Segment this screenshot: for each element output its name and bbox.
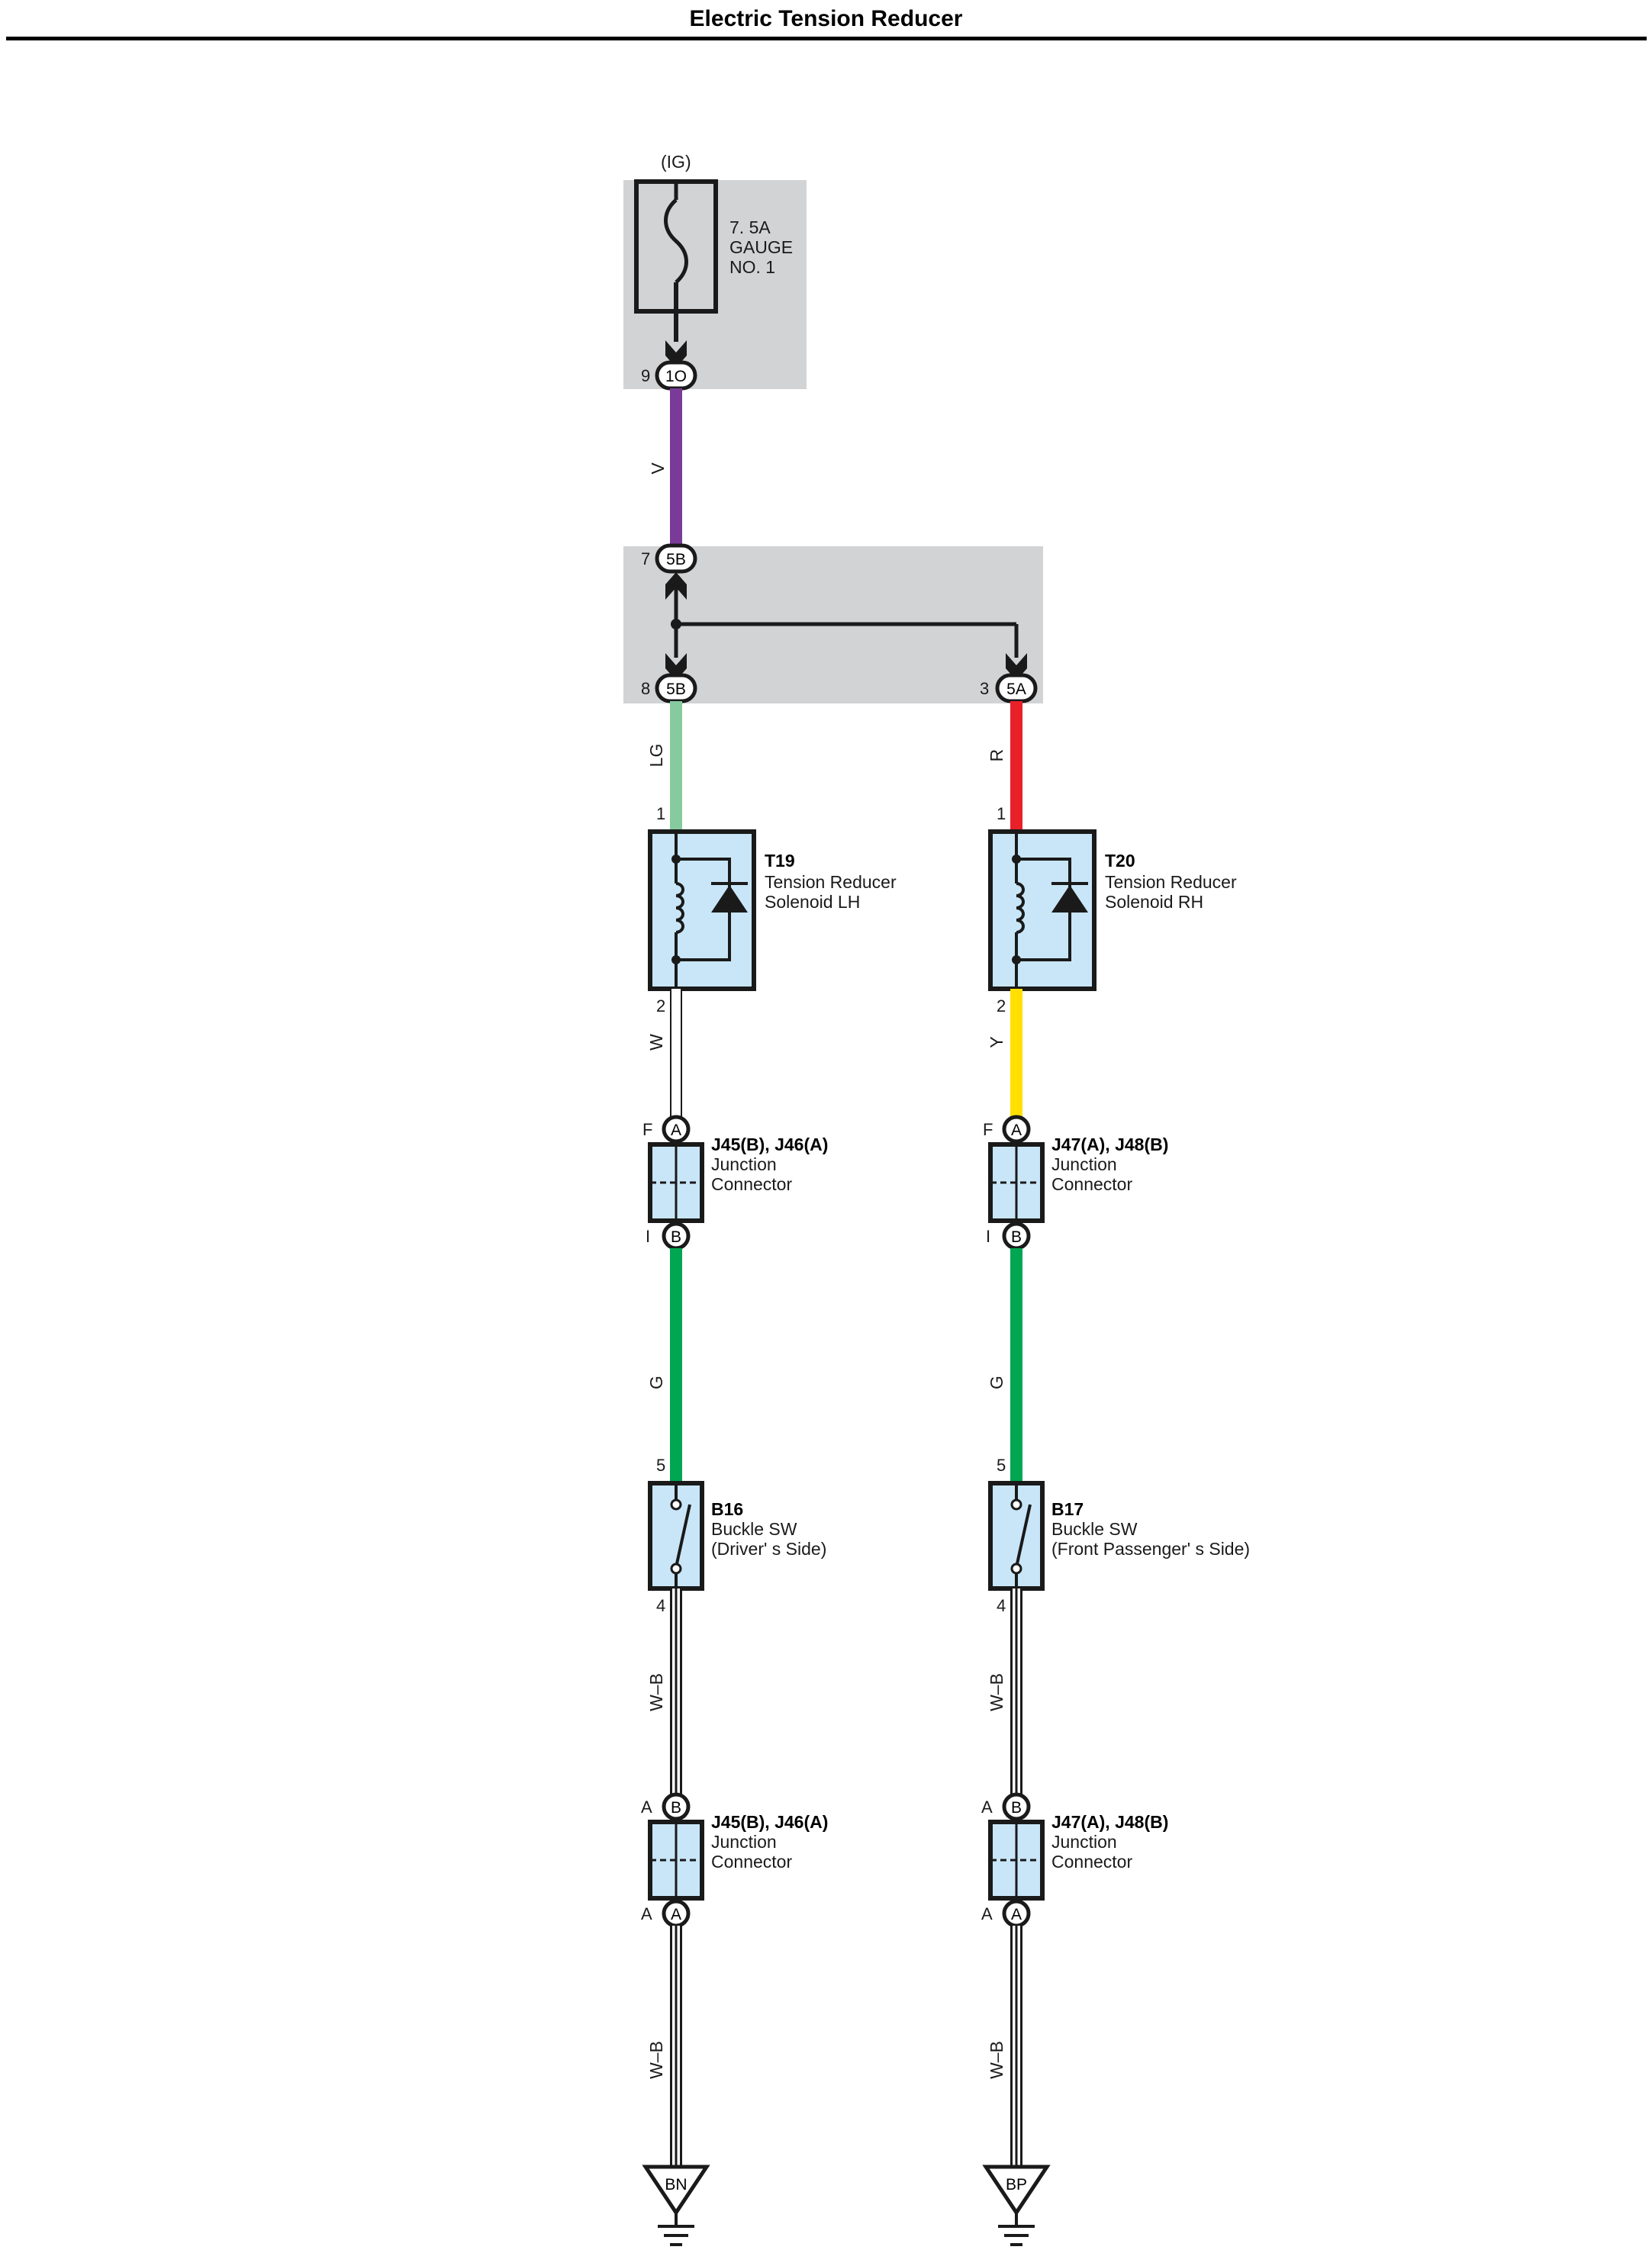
jb-in-pin: 7 (641, 549, 650, 568)
junction-rh2-pin-bottom: A (981, 1904, 993, 1923)
buckle-lh-pin4: 4 (656, 1596, 665, 1615)
junction-lh1-id: J45(B), J46(A) (711, 1135, 828, 1154)
solenoid-lh (648, 829, 756, 991)
wire-v-label: V (648, 462, 668, 475)
power-source-label: (IG) (661, 152, 691, 172)
fuse-pin-number: 9 (641, 366, 650, 385)
buckle-switch-rh (988, 1481, 1045, 1591)
fuse-name-line2: NO. 1 (729, 257, 775, 277)
diode-icon (711, 885, 748, 913)
connector-5b-out-label: 5B (666, 681, 686, 698)
buckle-lh-pin5: 5 (656, 1456, 665, 1475)
junction-rh1-id: J47(A), J48(B) (1051, 1135, 1168, 1154)
junction-rh1-line2: Connector (1051, 1174, 1132, 1194)
jb-out-rh-pin: 3 (980, 679, 989, 698)
connector-5b-in-label: 5B (666, 551, 686, 568)
buckle-lh-id: B16 (711, 1499, 743, 1519)
solenoid-lh-pin1: 1 (656, 804, 665, 823)
switch-contact-icon (1015, 1504, 1032, 1568)
wire-g-lh-label: G (646, 1376, 666, 1389)
junction-rh2-conn-bottom-label: A (1011, 1906, 1022, 1923)
junction-rh2-body (988, 1820, 1045, 1901)
wire-lg-label: LG (646, 744, 666, 768)
switch-contact-icon (675, 1504, 691, 1568)
ground-rh-icon (982, 2165, 1051, 2246)
buckle-switch-lh (648, 1481, 704, 1591)
solenoid-rh-pin1: 1 (997, 804, 1006, 823)
junction-rh1-line1: Junction (1051, 1154, 1117, 1174)
junction-rh1-pin-bottom: I (986, 1227, 990, 1246)
buckle-rh-pin5: 5 (997, 1456, 1006, 1475)
junction-lh1-conn-bottom-label: B (671, 1228, 681, 1246)
wire-wb-lh-1-label: W–B (646, 1673, 666, 1711)
wire-r-label: R (987, 749, 1006, 762)
connector-5b-in (655, 543, 697, 574)
title-rule (6, 37, 1647, 40)
junction-rh2-id: J47(A), J48(B) (1051, 1812, 1168, 1832)
junction-rh2-conn-top-label: B (1011, 1799, 1022, 1817)
junction-rh1-pin-top: F (983, 1120, 993, 1139)
junction-lh2-pin-bottom: A (641, 1904, 652, 1923)
arrow-up-icon (665, 572, 687, 600)
junction-lh2-line1: Junction (711, 1832, 777, 1852)
ground-lh-label: BN (665, 2176, 687, 2194)
buckle-rh-line1: Buckle SW (1051, 1519, 1138, 1539)
solenoid-lh-id: T19 (765, 851, 795, 871)
wire-wb-rh-2-label: W–B (987, 2041, 1006, 2079)
ground-rh-label: BP (1006, 2176, 1027, 2194)
junction-rh2-pin-top: A (981, 1798, 993, 1817)
junction-lh1-conn-top-label: A (671, 1122, 681, 1139)
solenoid-lh-line1: Tension Reducer (765, 872, 897, 892)
junction-lh2-conn-top (662, 1792, 691, 1821)
solenoid-lh-line2: Solenoid LH (765, 892, 860, 912)
junction-lh1-conn-top (662, 1115, 691, 1144)
solenoid-rh-pin2: 2 (997, 996, 1006, 1016)
junction-rh2-line1: Junction (1051, 1832, 1117, 1852)
solenoid-rh-line1: Tension Reducer (1105, 872, 1237, 892)
junction-rh1-conn-bottom-label: B (1011, 1228, 1022, 1246)
wire-wb-lh-2-label: W–B (646, 2041, 666, 2079)
junction-rh1-body (988, 1142, 1045, 1223)
wire-y-label: Y (987, 1036, 1006, 1048)
diode-icon (1051, 885, 1088, 913)
connector-1o-label: 1O (665, 368, 687, 385)
buckle-lh-line1: Buckle SW (711, 1519, 797, 1539)
junction-lh1-line1: Junction (711, 1154, 777, 1174)
buckle-lh-line2: (Driver' s Side) (711, 1539, 826, 1559)
junction-lh2-conn-top-label: B (671, 1799, 681, 1817)
solenoid-rh-line2: Solenoid RH (1105, 892, 1203, 912)
fuse-element-icon (664, 198, 688, 284)
ground-lh-icon (642, 2165, 710, 2246)
junction-rh2-line2: Connector (1051, 1852, 1132, 1872)
wire-wb-rh-1-label: W–B (987, 1673, 1006, 1711)
buckle-rh-line2: (Front Passenger' s Side) (1051, 1539, 1250, 1559)
buckle-rh-pin4: 4 (997, 1596, 1006, 1615)
junction-lh2-conn-bottom-label: A (671, 1906, 681, 1923)
junction-lh2-id: J45(B), J46(A) (711, 1812, 828, 1832)
page-title: Electric Tension Reducer (689, 6, 963, 31)
junction-lh1-pin-top: F (642, 1120, 652, 1139)
connector-5a-out-label: 5A (1006, 681, 1026, 698)
junction-rh1-conn-top (1002, 1115, 1031, 1144)
junction-lh2-line2: Connector (711, 1852, 792, 1872)
junction-lh1-pin-bottom: I (646, 1227, 650, 1246)
junction-lh2-pin-top: A (641, 1798, 652, 1817)
buckle-rh-id: B17 (1051, 1499, 1084, 1519)
solenoid-lh-pin2: 2 (656, 996, 665, 1016)
junction-rh2-conn-top (1002, 1792, 1031, 1821)
solenoid-rh-id: T20 (1105, 851, 1135, 871)
fuse-rating: 7. 5A (729, 217, 771, 237)
junction-rh1-conn-top-label: A (1011, 1122, 1022, 1139)
jb-out-lh-pin: 8 (641, 679, 650, 698)
solenoid-rh (988, 829, 1097, 991)
wire-g-rh-label: G (987, 1376, 1006, 1389)
junction-lh2-body (648, 1820, 704, 1901)
fuse-name-line1: GAUGE (729, 237, 793, 257)
junction-lh1-line2: Connector (711, 1174, 792, 1194)
wire-w-label: W (646, 1034, 666, 1051)
junction-lh1-body (648, 1142, 704, 1223)
